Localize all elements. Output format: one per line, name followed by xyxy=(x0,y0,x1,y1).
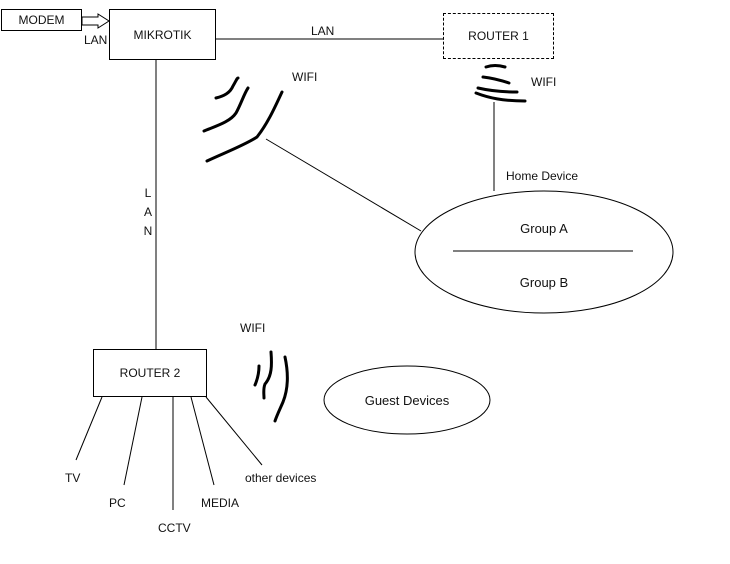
link-label-modem-mikrotik: LAN xyxy=(84,33,108,47)
guest-devices-label: Guest Devices xyxy=(364,393,450,408)
wifi-label-mikrotik: WIFI xyxy=(292,70,318,84)
link-router2-tv xyxy=(75,396,103,461)
wifi-label-router1: WIFI xyxy=(531,75,557,89)
link-router2-pc xyxy=(123,396,143,486)
device-label-tv: TV xyxy=(65,471,81,485)
router2-box[interactable]: ROUTER 2 xyxy=(93,349,207,397)
link-router2-other xyxy=(205,396,263,466)
group-b-label: Group B xyxy=(519,275,569,290)
link-label-mikrotik-router2: L A N xyxy=(143,186,153,238)
modem-arrow xyxy=(81,13,110,29)
mikrotik-box[interactable]: MIKROTIK xyxy=(109,9,216,60)
modem-label: MODEM xyxy=(18,13,65,27)
device-label-cctv: CCTV xyxy=(158,521,191,535)
device-label-media: MEDIA xyxy=(201,496,240,510)
guest-devices-ellipse xyxy=(323,365,491,435)
router1-label: ROUTER 1 xyxy=(468,29,529,43)
wifi-label-router2: WIFI xyxy=(240,321,266,335)
modem-box[interactable]: MODEM xyxy=(1,9,82,31)
wifi-signal-icon xyxy=(253,350,289,423)
router1-box[interactable]: ROUTER 1 xyxy=(443,13,554,59)
mikrotik-label: MIKROTIK xyxy=(133,27,192,42)
home-device-ellipse xyxy=(414,190,674,314)
link-wifi-home-device xyxy=(265,138,422,232)
wifi-signal-icon xyxy=(202,76,284,163)
group-a-label: Group A xyxy=(520,221,568,236)
home-device-title: Home Device xyxy=(506,169,579,183)
router2-label: ROUTER 2 xyxy=(119,366,181,380)
link-label-mikrotik-router1: LAN xyxy=(311,24,335,38)
device-label-other: other devices xyxy=(245,471,317,485)
link-router2-media xyxy=(190,396,215,486)
device-label-pc: PC xyxy=(109,496,126,510)
wifi-signal-icon xyxy=(474,64,527,103)
